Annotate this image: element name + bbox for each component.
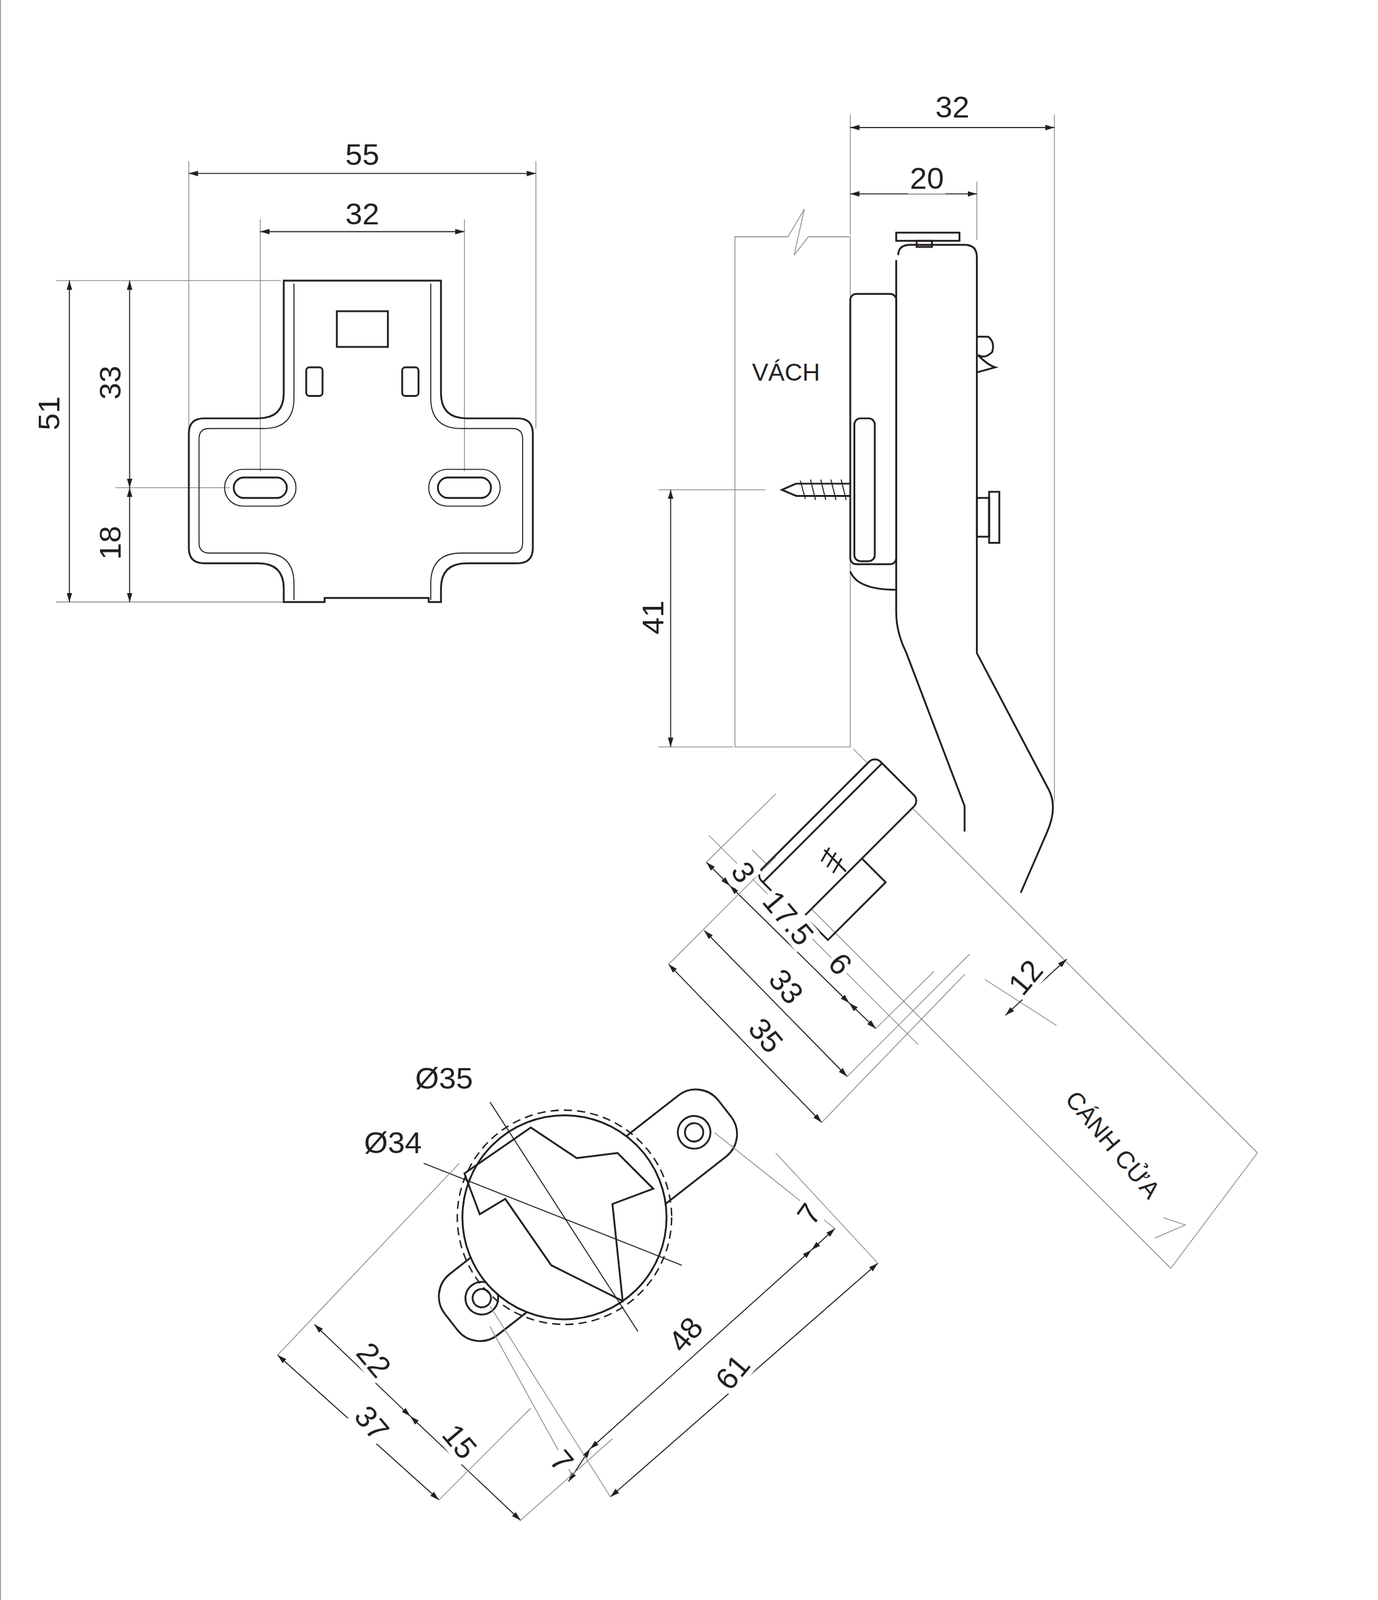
mounting-plate [56, 161, 536, 603]
hinge-side-view [658, 114, 1280, 1284]
dimension-label: 20 [907, 163, 946, 194]
dimension-label: VÁCH [749, 360, 822, 385]
dimension-label: 41 [637, 598, 669, 637]
dimension-label: 32 [343, 198, 382, 230]
dimension-label: Ø35 [413, 1063, 476, 1095]
dimension-label: 18 [95, 523, 126, 563]
hinge-cup-view [277, 1078, 878, 1522]
dimension-label: 32 [933, 91, 972, 123]
dimension-label: 51 [33, 394, 65, 433]
dimension-label: Ø34 [362, 1127, 424, 1159]
dimension-label: 33 [95, 363, 126, 403]
dimension-label: 55 [343, 140, 382, 171]
